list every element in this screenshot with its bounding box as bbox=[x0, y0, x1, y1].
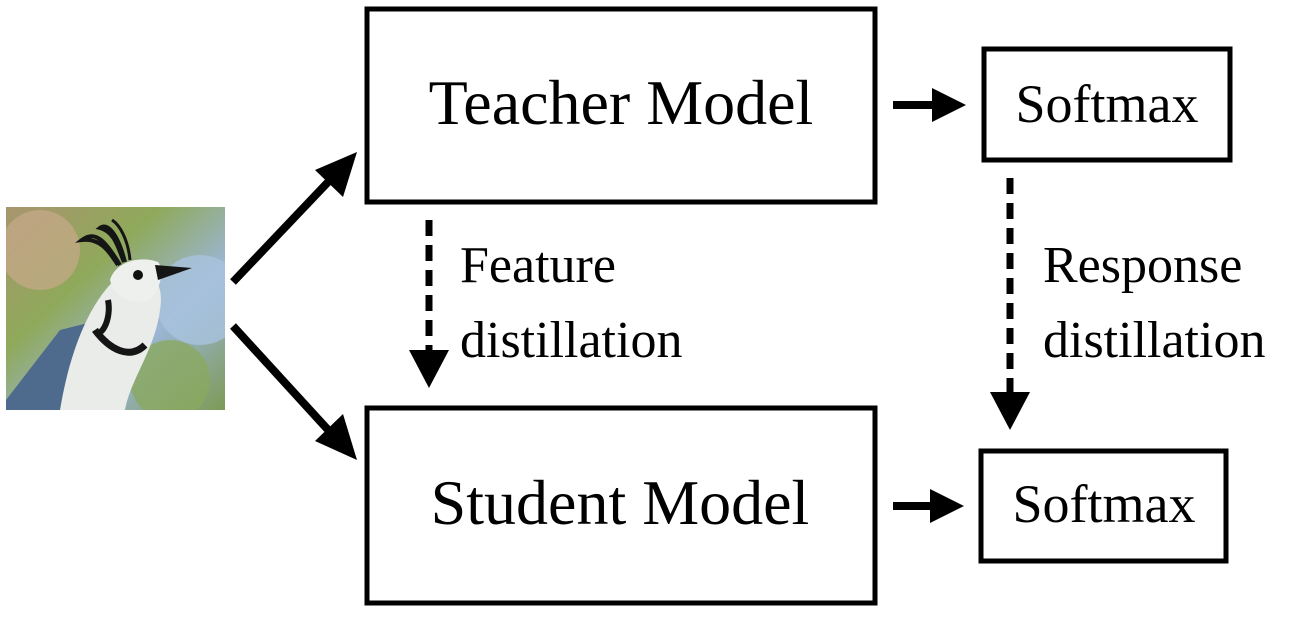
input-bird-image bbox=[6, 207, 225, 410]
teacher-model-label: Teacher Model bbox=[429, 67, 814, 138]
response-distillation-label-line2: distillation bbox=[1043, 312, 1265, 369]
student-to-softmax-arrow bbox=[893, 489, 964, 523]
feature-distillation-arrow bbox=[409, 220, 449, 388]
softmax-bottom-box: Softmax bbox=[978, 448, 1229, 564]
feature-distillation-label-line1: Feature bbox=[460, 237, 616, 294]
response-distillation-arrow bbox=[990, 178, 1030, 430]
softmax-top-label: Softmax bbox=[1016, 74, 1199, 134]
teacher-to-softmax-arrow bbox=[893, 88, 966, 122]
response-distillation-label-line1: Response bbox=[1043, 237, 1242, 294]
teacher-model-box: Teacher Model bbox=[364, 6, 878, 205]
student-model-label: Student Model bbox=[431, 467, 810, 538]
student-model-box: Student Model bbox=[364, 405, 878, 606]
input-to-teacher-arrow bbox=[230, 152, 357, 285]
feature-distillation-label-line2: distillation bbox=[460, 312, 682, 369]
input-to-student-arrow bbox=[230, 323, 357, 460]
softmax-top-box: Softmax bbox=[981, 46, 1233, 163]
softmax-bottom-label: Softmax bbox=[1013, 474, 1196, 534]
